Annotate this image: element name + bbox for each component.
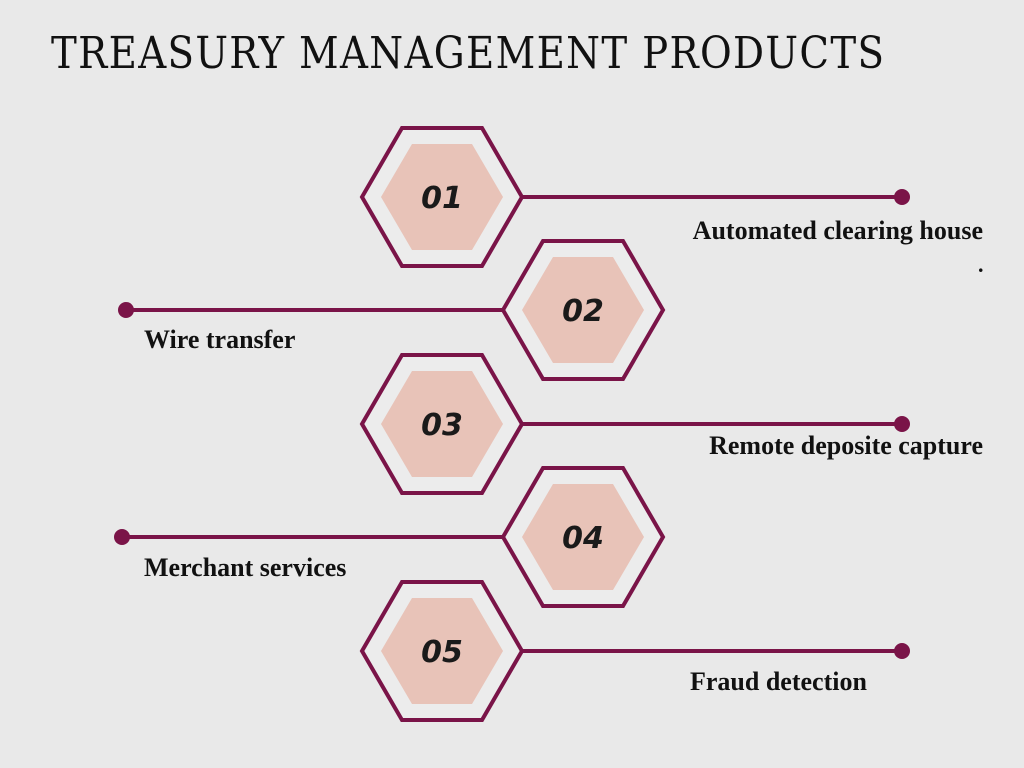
connector-dot-01 — [894, 189, 910, 205]
hexagon-03: 03 — [359, 353, 525, 495]
connector-dot-03 — [894, 416, 910, 432]
connector-dot-05 — [894, 643, 910, 659]
hexagon-number-01: 01 — [421, 181, 463, 216]
label-fraud-detection: Fraud detection — [690, 667, 867, 696]
page-title: TREASURY MANAGEMENT PRODUCTS — [50, 28, 886, 79]
label-remote-deposite-capture: Remote deposite capture — [709, 431, 983, 460]
hexagon-01: 01 — [359, 126, 525, 268]
hexagon-number-03: 03 — [421, 408, 463, 443]
label-automated-clearing-house: Automated clearing house — [692, 216, 983, 245]
hexagon-04: 04 — [500, 466, 666, 608]
connector-dot-04 — [114, 529, 130, 545]
hexagon-02: 02 — [500, 239, 666, 381]
label-note-dot: . — [978, 252, 984, 277]
connector-dot-02 — [118, 302, 134, 318]
hexagon-number-02: 02 — [562, 294, 604, 329]
label-merchant-services: Merchant services — [144, 553, 347, 582]
hexagon-number-05: 05 — [421, 635, 463, 670]
hexagon-05: 05 — [359, 580, 525, 722]
label-wire-transfer: Wire transfer — [144, 325, 296, 354]
hexagon-number-04: 04 — [562, 521, 604, 556]
